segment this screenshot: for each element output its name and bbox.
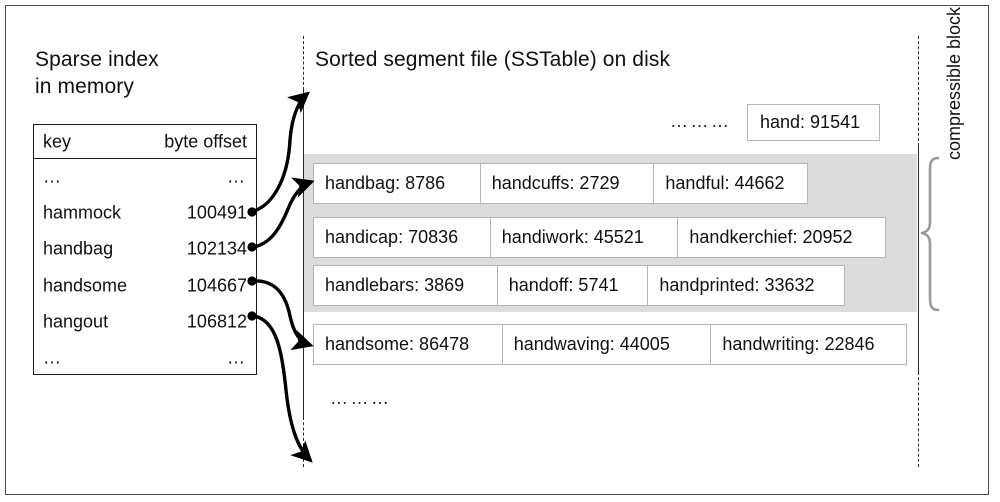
column-header-byte-offset: byte offset <box>164 131 247 151</box>
record-cell[interactable]: handicap: 70836 <box>313 217 491 258</box>
record-cell[interactable]: handkerchief: 20952 <box>677 217 887 258</box>
row-key: handsome <box>43 275 128 296</box>
sstable-heading: Sorted segment file (SSTable) on disk <box>315 48 671 71</box>
sstable-top-ellipsis: ……… <box>670 111 732 131</box>
record-cell[interactable]: handbag: 8786 <box>313 163 481 204</box>
record-cell[interactable]: handprinted: 33632 <box>647 265 846 306</box>
row-offset: 104667 <box>186 275 247 296</box>
sstable-left-boundary-dashed-top <box>303 36 304 90</box>
record-cell[interactable]: handwriting: 22846 <box>710 324 908 365</box>
table-row[interactable]: hammock 100491 <box>34 195 256 231</box>
sstable-bottom-ellipsis: ……… <box>330 388 392 408</box>
table-row[interactable]: handsome 104667 <box>34 268 256 304</box>
record-cell[interactable]: handlebars: 3869 <box>313 265 498 306</box>
row-key: hammock <box>43 202 122 223</box>
row-key: hangout <box>43 311 109 332</box>
sstable-record-row: handsome: 86478 handwaving: 44005 handwr… <box>313 324 908 365</box>
record-cell[interactable]: handiwork: 45521 <box>489 217 679 258</box>
sstable-record-row: handbag: 8786 handcuffs: 2729 handful: 4… <box>313 163 809 204</box>
row-key: … <box>43 347 63 368</box>
row-offset: … <box>227 166 247 187</box>
row-offset: 102134 <box>186 238 247 259</box>
record-hand[interactable]: hand: 91541 <box>747 104 880 141</box>
column-header-key: key <box>43 131 72 151</box>
row-offset: 100491 <box>186 202 247 223</box>
sstable-right-boundary-dashed-top <box>918 36 919 146</box>
sstable-left-boundary-dashed-bottom <box>303 417 304 467</box>
record-cell[interactable]: handcuffs: 2729 <box>479 163 655 204</box>
sstable-record-row: handicap: 70836 handiwork: 45521 handker… <box>313 217 887 258</box>
row-offset: … <box>227 347 247 368</box>
table-row[interactable]: handbag 102134 <box>34 231 256 267</box>
sparse-index-heading: Sparse index in memory <box>35 48 159 98</box>
row-offset: 106812 <box>186 311 247 332</box>
record-cell[interactable]: handful: 44662 <box>653 163 809 204</box>
sstable-record-row: handlebars: 3869 handoff: 5741 handprint… <box>313 265 846 306</box>
record-cell[interactable]: handsome: 86478 <box>313 324 503 365</box>
record-cell[interactable]: handwaving: 44005 <box>501 324 712 365</box>
table-row[interactable]: hangout 106812 <box>34 304 256 340</box>
sstable-right-boundary-dashed-bottom <box>918 372 919 467</box>
sstable-right-boundary-solid <box>918 144 919 374</box>
table-row[interactable]: … … <box>34 340 256 376</box>
table-row[interactable]: … … <box>34 159 256 195</box>
row-key: … <box>43 166 63 187</box>
record-cell[interactable]: handoff: 5741 <box>496 265 649 306</box>
sparse-index-header-row: key byte offset <box>34 125 256 159</box>
row-key: handbag <box>43 238 114 259</box>
sparse-index-table: key byte offset … … hammock 100491 handb… <box>33 124 257 375</box>
compressible-block-label: compressible block <box>944 6 964 160</box>
sstable-left-boundary-solid <box>303 88 304 419</box>
